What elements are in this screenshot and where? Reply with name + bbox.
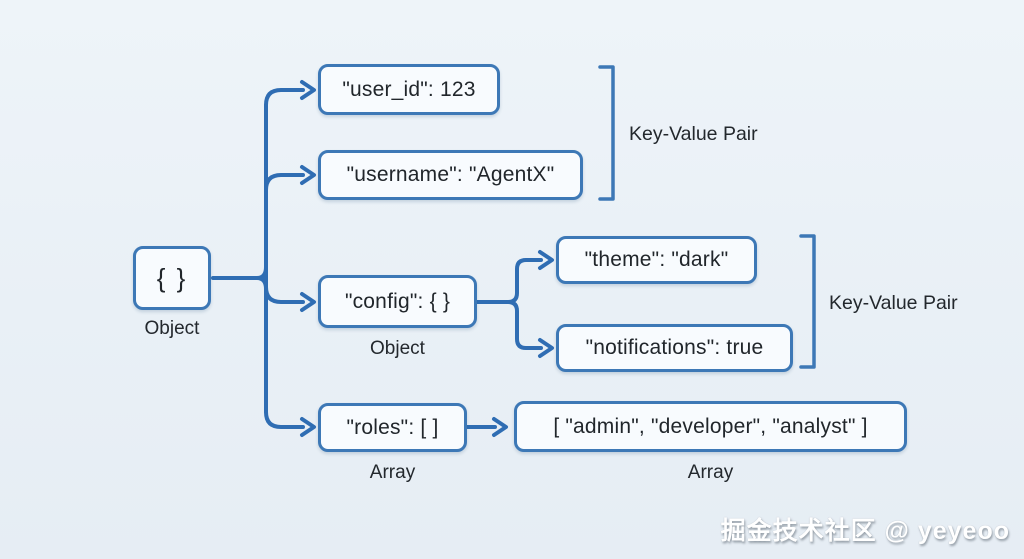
watermark: 掘金技术社区 @ yeyeoo: [720, 517, 1010, 545]
arrowhead-icon: [300, 165, 316, 185]
arrowhead-icon: [538, 250, 554, 270]
arrowhead-icon: [300, 292, 316, 312]
kv-bracket-icon: [598, 65, 615, 201]
connector-config-notifications: [506, 300, 543, 350]
node-roles-text: "roles": [ ]: [346, 415, 439, 439]
connector-branch-username: [264, 173, 305, 192]
node-roles-value: [ "admin", "developer", "analyst" ]: [514, 401, 907, 452]
node-theme: "theme": "dark": [556, 236, 757, 284]
root-object-label: Object: [144, 318, 200, 339]
node-theme-text: "theme": "dark": [584, 248, 729, 271]
node-roles: "roles": [ ]: [318, 403, 467, 452]
node-user-id: "user_id": 123: [318, 64, 500, 115]
arrowhead-icon: [300, 80, 316, 100]
node-roles-value-text: [ "admin", "developer", "analyst" ]: [553, 414, 868, 438]
node-config-label: Object: [370, 338, 425, 359]
connector-branch-roles: [264, 410, 305, 429]
arrowhead-icon: [300, 417, 316, 437]
node-user-id-text: "user_id": 123: [342, 77, 476, 101]
arrowhead-icon: [492, 417, 508, 437]
node-config-text: "config": { }: [344, 289, 451, 313]
kv-bracket-icon: [799, 234, 816, 369]
node-notifications-text: "notifications": true: [585, 336, 764, 359]
kv-pair-label-middle: Key-Value Pair: [829, 292, 958, 314]
connector-branch-config: [264, 285, 305, 304]
arrowhead-icon: [538, 338, 554, 358]
node-notifications: "notifications": true: [556, 324, 793, 372]
connector-root-trunk: [211, 265, 268, 291]
node-username-text: "username": "AgentX": [346, 163, 555, 186]
kv-pair-label-top: Key-Value Pair: [629, 123, 758, 145]
node-config: "config": { }: [318, 275, 477, 328]
root-object-text: { }: [156, 262, 188, 293]
node-roles-value-label: Array: [687, 462, 734, 483]
connector-branch-user-id: [264, 88, 305, 107]
connector-config-theme: [506, 258, 543, 304]
node-username: "username": "AgentX": [318, 150, 583, 200]
root-object-node: { }: [133, 246, 211, 310]
node-roles-label: Array: [369, 462, 416, 483]
